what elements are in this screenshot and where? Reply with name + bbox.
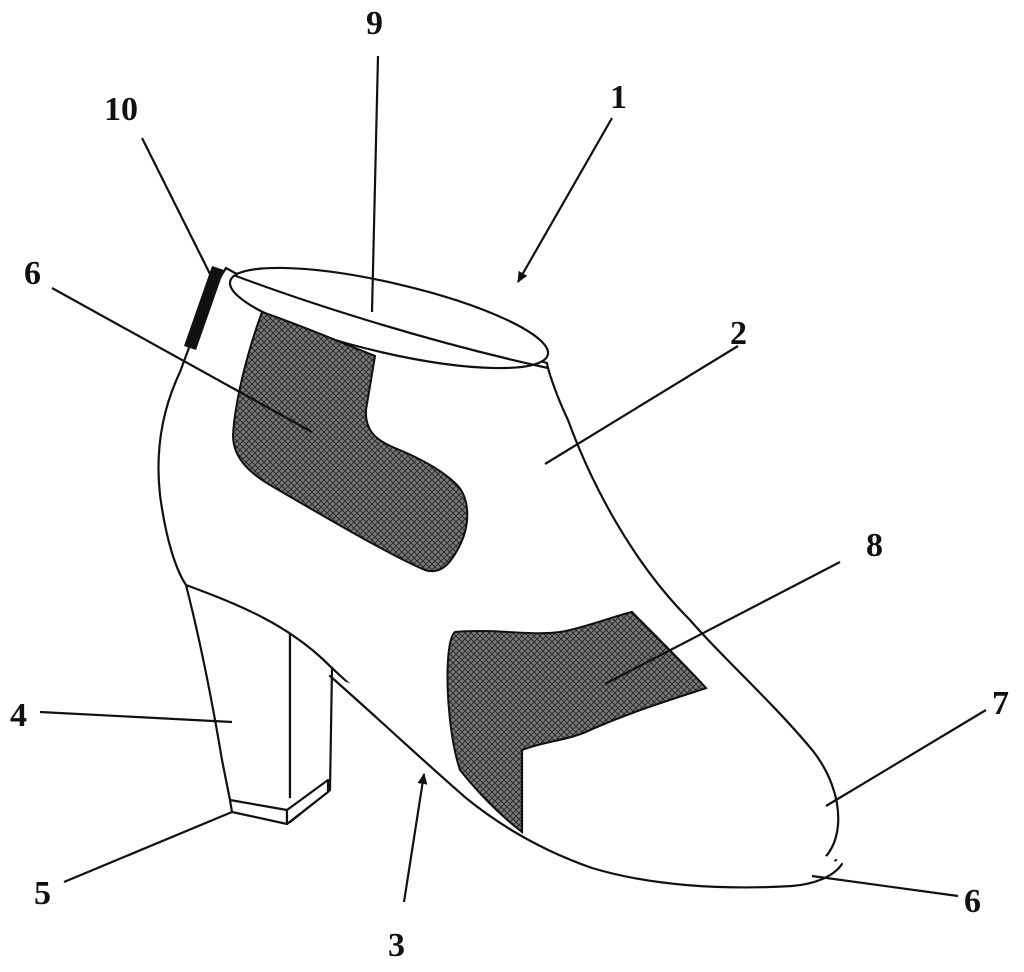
label-7: 7 — [992, 685, 1009, 722]
leader-lines — [39, 55, 987, 903]
leader-9 — [370, 55, 380, 313]
zipper-pull — [184, 266, 224, 350]
upper-mesh-panel — [231, 310, 469, 573]
label-1: 1 — [610, 79, 627, 116]
leader-8 — [604, 561, 841, 685]
leader-5 — [63, 810, 233, 884]
vamp-mesh-panel — [446, 610, 708, 835]
leader-1 — [517, 117, 613, 283]
label-4: 4 — [10, 697, 27, 734]
leader-7 — [825, 709, 987, 807]
collar-opening — [228, 266, 550, 370]
leader-10 — [141, 137, 213, 279]
label-6-top: 6 — [24, 255, 41, 292]
leader-6b — [811, 874, 959, 898]
label-9: 9 — [366, 5, 383, 42]
label-8: 8 — [866, 527, 883, 564]
leader-6a — [51, 287, 313, 433]
label-10: 10 — [104, 91, 138, 128]
reference-numerals: 1 9 10 6 2 8 7 6 4 5 3 — [10, 5, 1009, 964]
heel-top-lift — [228, 778, 330, 826]
label-3: 3 — [388, 927, 405, 964]
leader-4 — [39, 710, 233, 724]
leader-2 — [544, 345, 739, 465]
leader-3 — [402, 773, 428, 903]
label-5: 5 — [34, 875, 51, 912]
label-2: 2 — [730, 315, 747, 352]
label-6-bottom: 6 — [964, 883, 981, 920]
